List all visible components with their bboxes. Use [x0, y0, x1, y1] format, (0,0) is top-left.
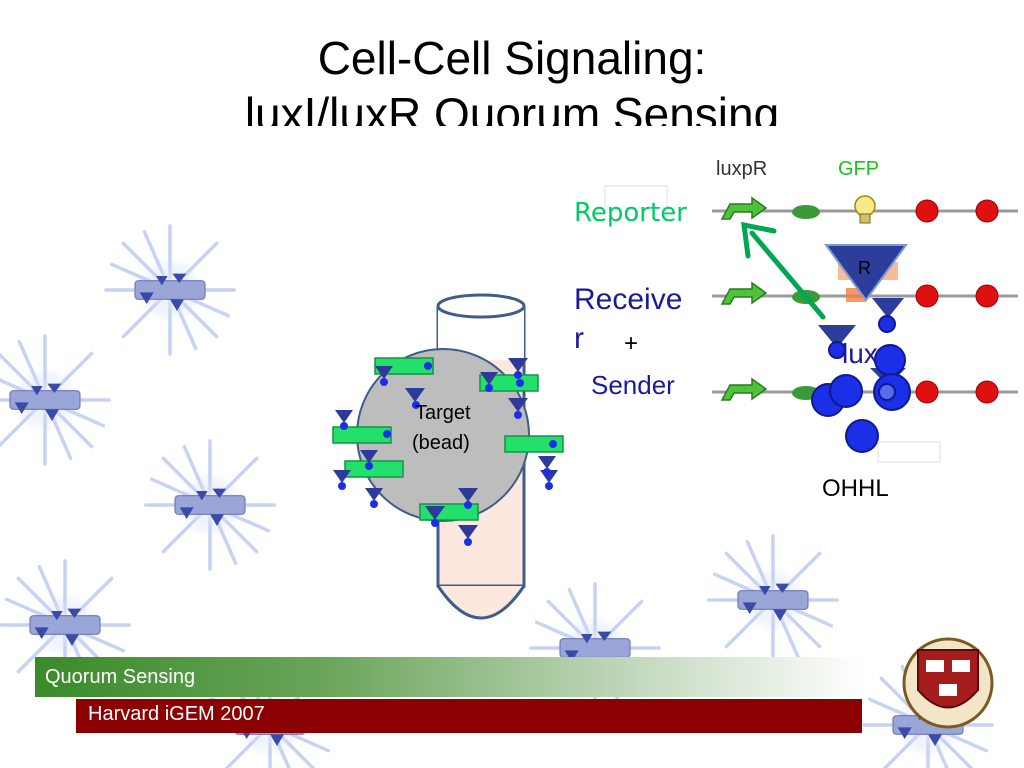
title-line1: Cell-Cell Signaling:	[317, 32, 707, 84]
title-line2: luxI/luxR Quorum Sensing	[244, 88, 780, 126]
cell-star	[0, 334, 111, 466]
receiver-label-b: r	[574, 322, 584, 355]
promoter-arrows	[720, 196, 768, 401]
promoter-label: luxpR	[716, 158, 768, 180]
cell-star	[862, 659, 994, 768]
terminator-circles	[915, 199, 999, 404]
footer-org-bar: Harvard iGEM 2007	[76, 699, 862, 733]
luxr-small-triangle	[872, 298, 904, 318]
slide-title: Cell-Cell Signaling: luxI/luxR Quorum Se…	[0, 30, 1024, 126]
receiver-label-a: Receive	[574, 283, 683, 316]
reporter-label: Reporter	[574, 198, 687, 228]
bead-ligands	[333, 358, 558, 546]
gfp-bulb-icon	[854, 195, 876, 224]
luxr-r-label: R	[858, 258, 871, 278]
target-label-line2: (bead)	[412, 432, 470, 454]
plus-label: +	[624, 330, 639, 357]
ohhl-molecules	[811, 315, 911, 453]
cell-star	[104, 224, 236, 356]
footer-section-bar: Quorum Sensing	[35, 657, 865, 697]
ohhl-label: OHHL	[822, 475, 889, 502]
rbs-ovals	[792, 205, 820, 400]
blank-box	[877, 441, 941, 463]
footer-org-label: Harvard iGEM 2007	[88, 703, 265, 725]
luxr-triangle	[818, 325, 856, 348]
cell-star	[707, 534, 839, 666]
sender-label: Sender	[591, 370, 675, 400]
gfp-label: GFP	[838, 158, 880, 180]
target-label-line1: Target	[415, 402, 471, 424]
lux-label: lux	[842, 338, 878, 369]
luxr-protein	[824, 244, 908, 302]
cell-star	[144, 439, 276, 571]
activation-arrow	[741, 221, 826, 320]
blank-box	[604, 185, 668, 209]
footer-section-label: Quorum Sensing	[45, 666, 196, 688]
